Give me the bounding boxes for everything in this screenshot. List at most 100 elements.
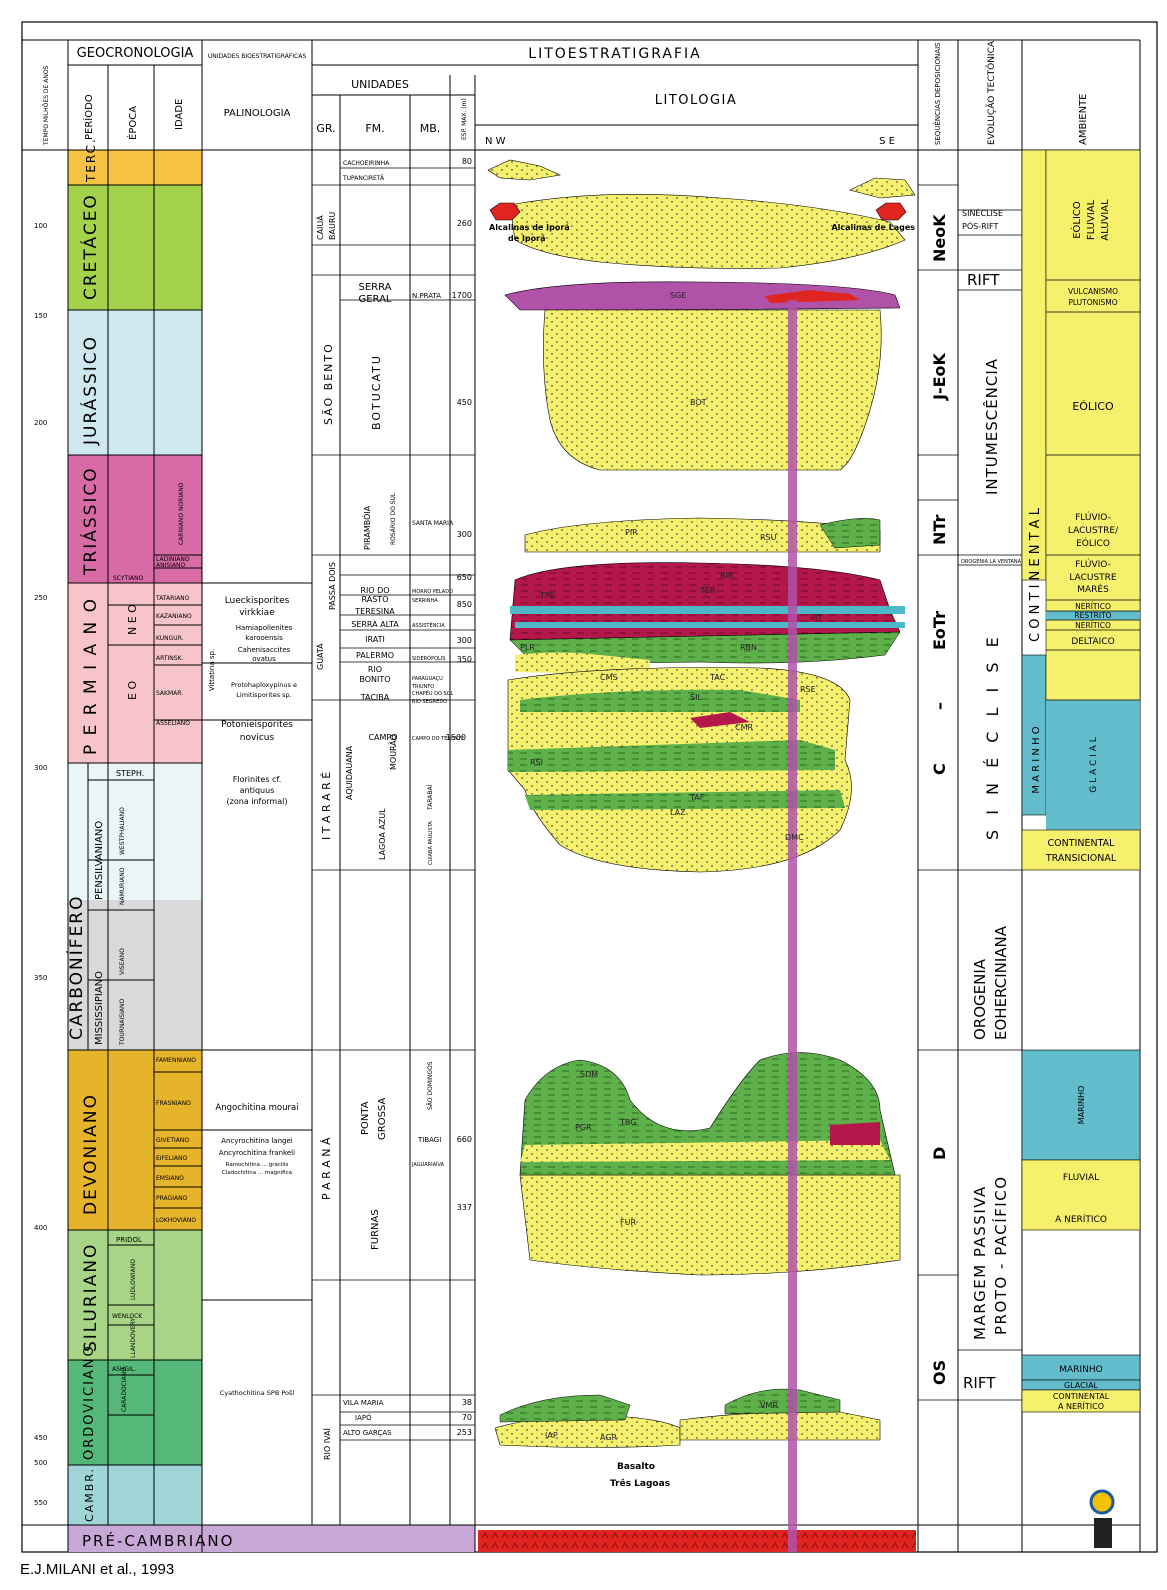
mb-0: N.PRATA [412, 292, 441, 300]
header-gr: GR. [316, 122, 335, 135]
header-evolucao: EVOLUÇÃO TECTÔNICA [985, 40, 997, 145]
code-taf: TAF [689, 793, 705, 802]
epoch-eo: E O [126, 681, 139, 700]
fm-15: TACIBA [360, 693, 390, 702]
env-deltaico: DELTAICO [1071, 637, 1114, 647]
tick-350: 350 [34, 974, 47, 982]
env-eolico2: EÓLICO [1076, 537, 1110, 549]
env-fluvio-lac: FLÚVIO- [1075, 511, 1111, 523]
mb-4: ASSISTÊNCIA [412, 621, 445, 629]
label-camb: CAMBR. [83, 1467, 96, 1522]
litho-passa-dois [510, 563, 900, 640]
header-tempo: TEMPO MILHÕES DE ANOS [43, 65, 50, 146]
header: TEMPO MILHÕES DE ANOS GEOCRONOLOGIA PERÍ… [43, 40, 1089, 147]
epoch-pensil: PENSILVANIANO [94, 821, 105, 900]
header-palinologia: PALINOLOGIA [224, 108, 291, 119]
seq-jeok: J-EoK [930, 352, 949, 401]
alk-lages-shape [876, 203, 906, 220]
tres-lagoas-label: Três Lagoas [610, 1478, 670, 1489]
tect-margem: MARGEM PASSIVA [971, 1185, 989, 1340]
esp-11: 1500 [446, 733, 466, 742]
mb-13: SÃO DOMINGOS [427, 1061, 434, 1110]
age-11: NAMURIANO [119, 867, 126, 905]
code-dmc: DMC [785, 833, 804, 842]
code-tbg: TBG [619, 1118, 636, 1127]
seq-ntr: NTr [930, 514, 949, 545]
litho-irati-2 [515, 622, 905, 628]
age-4: TATARIANO [155, 595, 190, 602]
fm-20: PONTA [360, 1101, 371, 1135]
fm-13: RIO [368, 665, 382, 674]
lithology: Alcalinas de Iporá Alcalinas de Lages de… [478, 160, 916, 1552]
age-25: CARADOCIANO [121, 1367, 128, 1412]
code-sil: SIL [690, 693, 702, 702]
mb-3: SERRINHA [412, 598, 438, 604]
label-dev: DEVONIANO [81, 1093, 101, 1215]
group-0: CAIUÁ [314, 215, 325, 240]
alk-ipora-label2: de Iporá [508, 234, 545, 243]
mb-14: TIBAGI [417, 1136, 441, 1144]
code-plr: PLR [520, 643, 535, 652]
fm-2: SERRA [359, 282, 392, 293]
paly-12: antiquus [240, 786, 275, 795]
paly-1: virkkiae [239, 608, 275, 618]
env-glacial-v: G L A C I A L [1089, 737, 1099, 792]
fm-0: CACHOEIRINHA [343, 160, 390, 167]
mb-12: CUIABÁ PAULISTA [427, 821, 434, 865]
env-cont-trans2: TRANSICIONAL [1045, 853, 1117, 864]
env-a-neritico: A NERÍTICO [1055, 1213, 1107, 1225]
header-geocronologia: GEOCRONOLOGIA [77, 46, 194, 61]
code-sge: SGE [670, 291, 686, 300]
code-rsu: RSU [760, 533, 777, 542]
code-rir: RIR [720, 571, 734, 580]
code-rsi: RSI [530, 758, 543, 767]
mb-5: SIDERÓPOLIS [412, 655, 445, 662]
fm-22: FURNAS [370, 1209, 381, 1250]
tick-200: 200 [34, 419, 47, 427]
seq-c: C [930, 763, 949, 775]
age-15: FRASNIANO [156, 1100, 191, 1107]
env-marinho-dev: MARINHO [1077, 1086, 1086, 1125]
env-glacial2-label: GLACIAL [1064, 1381, 1099, 1390]
header-periodo: PERÍODO [82, 94, 95, 140]
group-2: SÃO BENTO [322, 342, 335, 425]
unit-labels: CAIUÁ BAURU SÃO BENTO GUATÁ PASSA DOIS I… [314, 160, 464, 1460]
paly-18: Cladochitina ... magnifica [222, 1170, 292, 1176]
header-litoestratigrafia: LITOESTRATIGRAFIA [528, 46, 701, 62]
age-16: GIVETIANO [156, 1137, 189, 1144]
esp-1: 260 [457, 219, 472, 228]
header-idade: IDADE [174, 99, 185, 130]
fm-3: GERAL [358, 294, 391, 305]
tect-orogenia: OROGENIA [971, 958, 989, 1040]
tect-orogenia-ventana: OROGENIA LA VENTANA [961, 559, 1022, 565]
env-marinho2-label: MARINHO [1059, 1365, 1102, 1375]
seq-os: OS [930, 1360, 949, 1385]
code-laz: LAZ [670, 808, 686, 817]
tick-450: 450 [34, 1434, 47, 1442]
env-plutonismo: PLUTONISMO [1068, 298, 1117, 307]
esp-3: 450 [457, 398, 472, 407]
paly-17: Ramochitina ... gracilis [226, 1162, 289, 1168]
paly-16: Ancyrochitina frankeli [219, 1149, 295, 1157]
fm-7: RIO DO [360, 586, 389, 595]
label-sil: SILURIANO [81, 1243, 101, 1352]
code-agr: AGR [600, 1433, 618, 1442]
paly-2: Hamiapollenites [236, 624, 293, 632]
esp-2: 1700 [452, 291, 472, 300]
group-3: GUATÁ [314, 643, 325, 670]
env-neritico: NERÍTICO [1075, 602, 1111, 611]
age-12: VISEANO [119, 948, 126, 975]
code-pir: PIR [625, 528, 638, 537]
mb-9: CHAPÉU DO SOL [412, 689, 454, 697]
header-mb: MB. [420, 122, 441, 135]
esp-4: 300 [457, 530, 472, 539]
env-continental2-label: CONTINENTAL [1053, 1392, 1110, 1401]
tick-100: 100 [34, 222, 47, 230]
litho-botucatu [543, 310, 881, 470]
esp-0: 80 [462, 157, 472, 166]
mb-15: JAGUARIAÍVA [411, 1161, 445, 1168]
header-unidades: UNIDADES [351, 78, 409, 91]
epoch-mississ: MISSISSIPIANO [94, 971, 105, 1045]
code-sdm: SDM [580, 1070, 598, 1079]
